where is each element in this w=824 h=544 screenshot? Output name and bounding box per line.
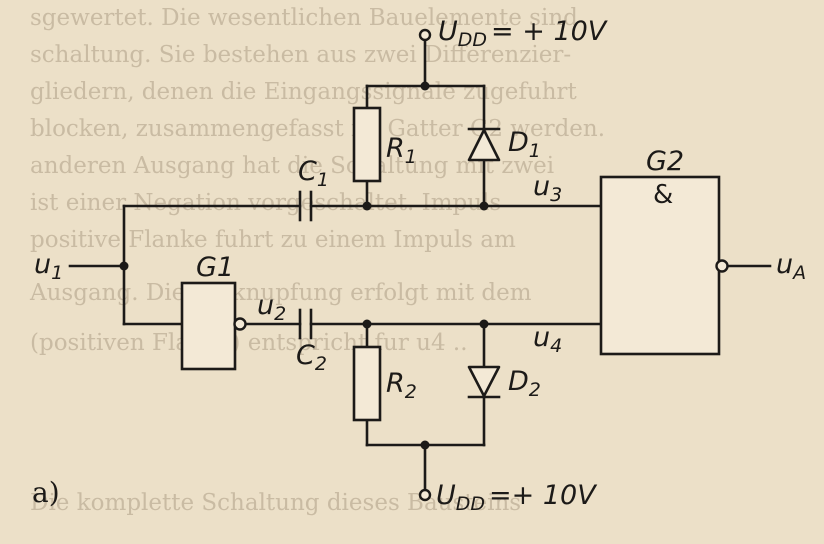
d2-symbol: D — [508, 366, 529, 397]
u1-subscript: 1 — [51, 262, 63, 284]
background-text-line: sgewertet. Die wesentlichen Bauelemente … — [30, 5, 578, 31]
supply-terminal-top — [418, 28, 432, 42]
u1-symbol: u — [34, 249, 51, 280]
background-text-line: ist einer Negation vorgeschaltet. Impuls — [30, 190, 501, 216]
vdd-value: = + 10V — [491, 16, 609, 47]
c2-label: C2 — [296, 340, 327, 375]
r1-label: R1 — [386, 133, 417, 168]
d2-label: D2 — [508, 366, 541, 401]
inverter-icon — [233, 317, 247, 331]
background-text: sgewertet. Die wesentlichen Bauelemente … — [29, 5, 605, 516]
g2-label: G2 — [646, 146, 684, 177]
vdd-symbol: U — [436, 480, 456, 511]
u4-subscript: 4 — [550, 335, 562, 357]
capacitor-c1 — [298, 190, 313, 222]
background-text-line: Ausgang. Die Verknupfung erfolgt mit dem — [29, 280, 532, 306]
d2-subscript: 2 — [529, 379, 541, 401]
u3-subscript: 3 — [550, 184, 562, 206]
d1-label: D1 — [508, 127, 541, 162]
junction-dot — [362, 319, 372, 329]
vdd-value: =+ 10V — [489, 480, 598, 511]
r2-subscript: 2 — [405, 381, 417, 403]
and-gate-icon — [715, 259, 729, 273]
d1-symbol: D — [508, 127, 529, 158]
u4-symbol: u — [533, 322, 550, 353]
diode-d2 — [467, 365, 501, 399]
g1-label: G1 — [196, 252, 234, 283]
diode-icon — [467, 365, 501, 398]
ua-symbol: u — [776, 249, 793, 280]
junction-dot — [479, 201, 489, 211]
r1-symbol: R — [386, 133, 405, 164]
vdd-symbol: U — [438, 16, 458, 47]
vdd-subscript: DD — [458, 29, 487, 51]
junction-dot — [479, 319, 489, 329]
diode-d1 — [467, 127, 501, 162]
u2-label: u2 — [257, 290, 286, 325]
supply-terminal-bottom — [418, 488, 432, 502]
c1-subscript: 1 — [317, 169, 329, 191]
r1-subscript: 1 — [405, 146, 417, 168]
capacitor-c2 — [298, 308, 313, 340]
c1-label: C1 — [298, 156, 329, 191]
background-text-line: anderen Ausgang hat die Schaltung mit zw… — [30, 153, 554, 179]
r2-symbol: R — [386, 368, 405, 399]
u4-label: u4 — [533, 322, 562, 357]
u3-symbol: u — [533, 171, 550, 202]
junction-dot — [119, 261, 129, 271]
junction-dot — [420, 81, 430, 91]
u3-label: u3 — [533, 171, 562, 206]
background-text-line: positive Flanke fuhrt zu einem Impuls am — [30, 227, 516, 253]
u2-subscript: 2 — [274, 303, 286, 325]
gate-g1 — [180, 281, 237, 371]
c2-subscript: 2 — [315, 353, 327, 375]
c1-symbol: C — [298, 156, 317, 187]
gate-g2 — [599, 175, 721, 356]
ua-label: uA — [776, 249, 806, 284]
junctions — [119, 81, 489, 450]
junction-dot — [362, 201, 372, 211]
u1-label: u1 — [34, 249, 63, 284]
background-text-line: Die komplette Schaltung dieses Bausteins — [30, 490, 521, 516]
d1-subscript: 1 — [529, 140, 541, 162]
c2-symbol: C — [296, 340, 315, 371]
vdd-subscript: DD — [456, 493, 485, 515]
and-symbol: & — [653, 180, 673, 210]
ua-subscript: A — [791, 262, 806, 284]
u2-symbol: u — [257, 290, 274, 321]
figure-caption: a) — [32, 476, 60, 509]
resistor-r1 — [352, 106, 382, 183]
resistor-r2 — [352, 345, 382, 422]
r2-label: R2 — [386, 368, 417, 403]
background-text-line: gliedern, denen die Eingangssignale zuge… — [30, 79, 578, 105]
background-text-line: schaltung. Sie bestehen aus zwei Differe… — [30, 42, 571, 68]
vdd-top-label: UDD= + 10V — [438, 16, 609, 51]
diode-icon — [467, 128, 501, 162]
background-text-line: blocken, zusammengefasst im Gatter G2 we… — [30, 116, 605, 142]
junction-dot — [420, 440, 430, 450]
vdd-bottom-label: UDD=+ 10V — [436, 480, 598, 515]
background-text-line: (positiven Flanke) entspricht fur u4 .. — [30, 330, 468, 356]
